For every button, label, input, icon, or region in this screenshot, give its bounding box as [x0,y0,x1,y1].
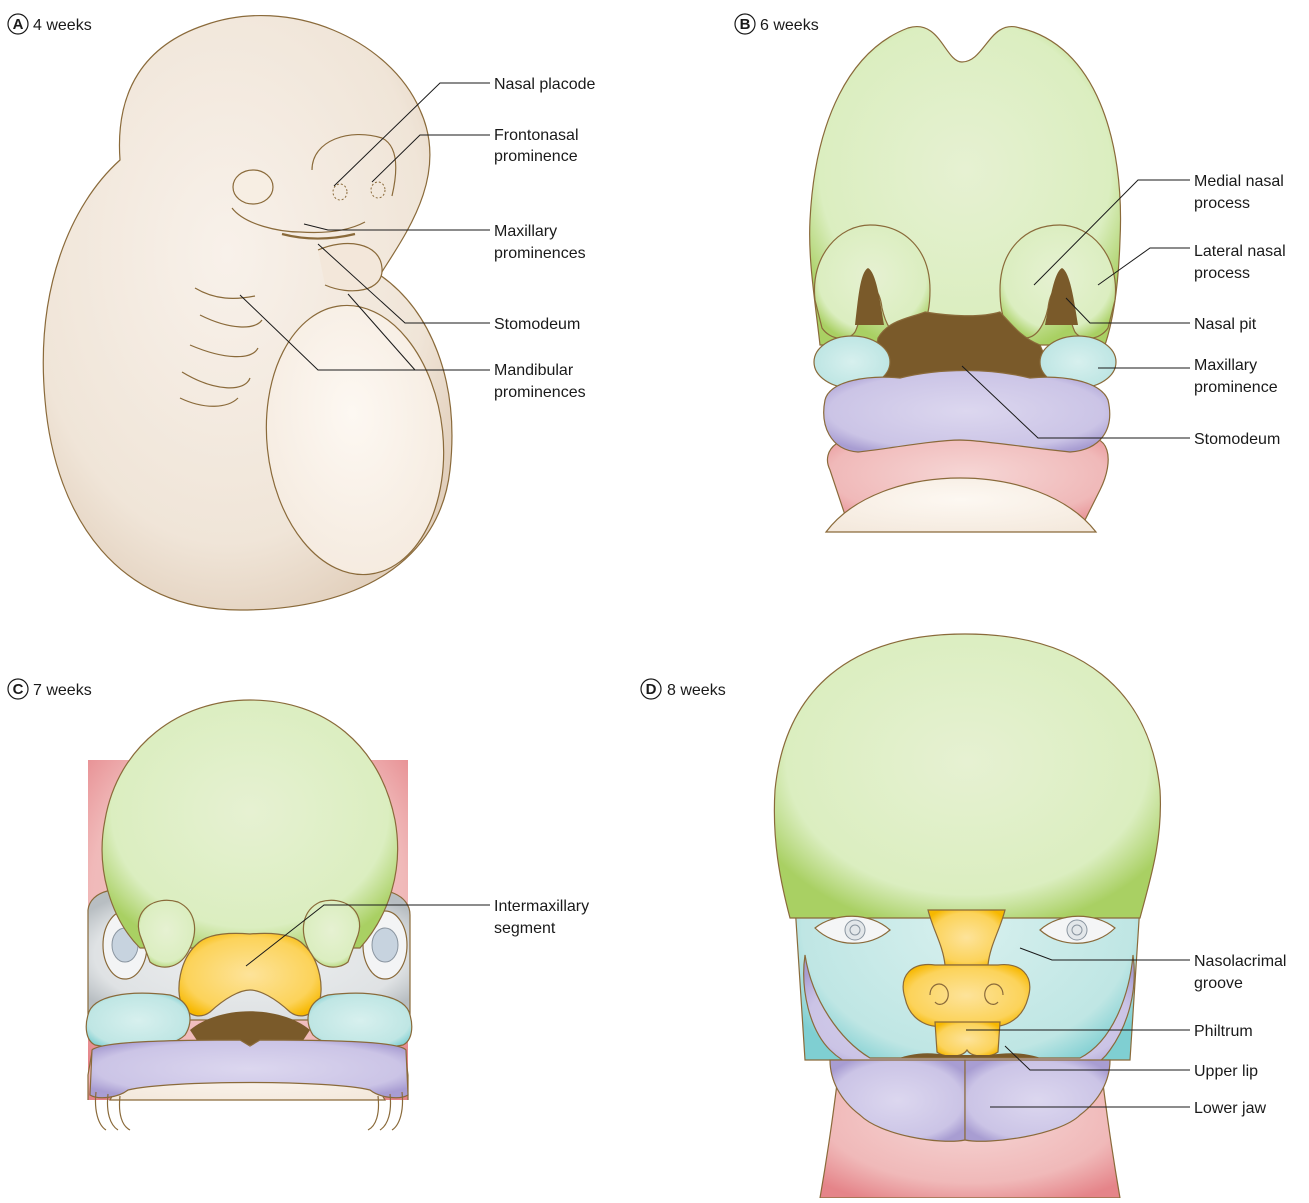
label-frontonasal-line2: prominence [494,148,578,165]
label-medial-nasal-line2: process [1194,195,1250,212]
mandibular-prominence-6wk [824,371,1110,453]
label-lateral-nasal-line1: Lateral nasal [1194,243,1286,260]
mandibular-prominence [318,244,382,291]
panel-a-title: 4 weeks [33,17,92,34]
panel-d-letter: D [646,681,657,698]
panel-c-heading: C 7 weeks [8,679,92,699]
eye-left-8wk-iris [845,920,865,940]
label-nasal-pit: Nasal pit [1194,316,1257,333]
philtrum-8wk [935,1022,1000,1056]
label-nasolacrimal-line2: groove [1194,975,1243,992]
eye-right-lens [372,928,398,962]
panel-d-title: 8 weeks [667,682,726,699]
label-intermaxillary-line2: segment [494,920,556,937]
label-nasolacrimal-line1: Nasolacrimal [1194,953,1286,970]
optic-placode [233,170,273,204]
panel-c: C 7 weeks [8,679,589,1130]
label-intermaxillary-line1: Intermaxillary [494,898,589,915]
label-stomodeum-a: Stomodeum [494,316,580,333]
face-7-weeks [86,700,411,1130]
panel-b-letter: B [740,16,751,33]
label-philtrum: Philtrum [1194,1023,1253,1040]
panel-b: B 6 weeks Medial nasal [735,14,1286,532]
frontonasal-prominence-8wk [774,634,1160,918]
panel-c-title: 7 weeks [33,682,92,699]
panel-a-letter: A [13,16,24,33]
label-mandibular-line1: Mandibular [494,362,574,379]
label-maxillary-line1: Maxillary [494,223,557,240]
eye-right-8wk-iris [1067,920,1087,940]
panel-c-letter: C [13,681,24,698]
panel-b-heading: B 6 weeks [735,14,819,34]
label-maxillary-b-line2: prominence [1194,379,1278,396]
maxillary-prominence-left-7wk [86,993,190,1048]
label-frontonasal-line1: Frontonasal [494,127,579,144]
label-medial-nasal-line1: Medial nasal [1194,173,1284,190]
label-lower-jaw: Lower jaw [1194,1100,1266,1117]
label-maxillary-b-line1: Maxillary [1194,357,1257,374]
label-upper-lip: Upper lip [1194,1063,1258,1080]
panel-a-heading: A 4 weeks [8,14,92,34]
face-8-weeks [774,634,1160,1198]
label-lateral-nasal-line2: process [1194,265,1250,282]
label-stomodeum-b: Stomodeum [1194,431,1280,448]
panel-a: A 4 weeks [8,14,596,610]
label-maxillary-line2: prominences [494,245,586,262]
embryo-4-weeks [43,16,456,610]
panel-d: D 8 weeks [641,634,1286,1198]
panel-d-heading: D 8 weeks [641,679,726,699]
face-6-weeks [810,27,1121,532]
maxillary-prominence-right-7wk [308,993,412,1048]
panel-b-title: 6 weeks [760,17,819,34]
label-mandibular-line2: prominences [494,384,586,401]
label-nasal-placode: Nasal placode [494,76,596,93]
nose-8wk [903,965,1030,1027]
